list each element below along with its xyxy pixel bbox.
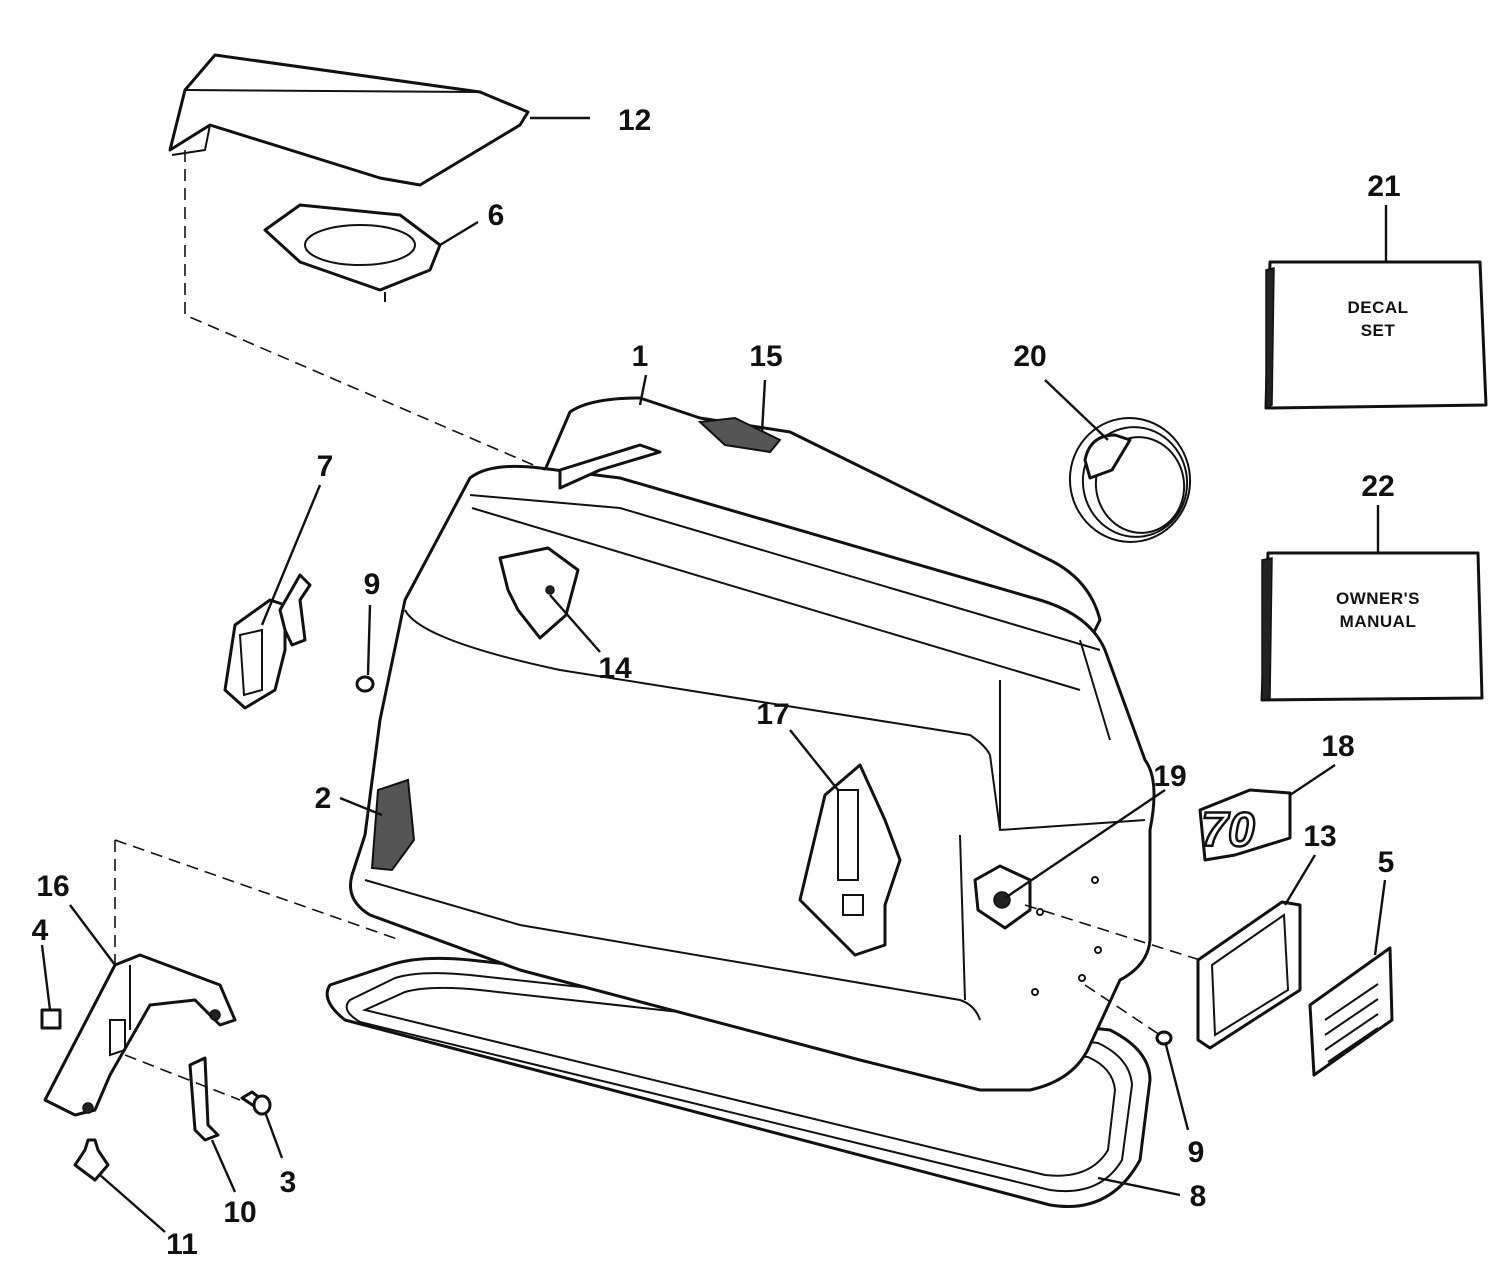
part-16-bracket (43, 953, 237, 1117)
manual-line1: OWNER'S (1336, 589, 1420, 608)
part-21-decal-set-box: DECAL SET (1264, 260, 1488, 410)
alignment-lines (114, 150, 1201, 1101)
part-2-decal (370, 778, 416, 872)
callout-1: 1 (632, 340, 649, 373)
part-4-clip (40, 1008, 62, 1030)
part-7-bracket (223, 573, 312, 710)
callout-4: 4 (32, 914, 49, 947)
callout-9-left: 9 (364, 568, 381, 601)
callout-17: 17 (756, 698, 789, 731)
part-9-pin-right (1155, 1030, 1173, 1046)
part-13-panel (1196, 900, 1302, 1050)
callout-15: 15 (749, 340, 782, 373)
part-6-vent-ring (263, 203, 442, 302)
part-11-knob (73, 1138, 110, 1182)
callout-3: 3 (280, 1166, 297, 1199)
callout-8: 8 (1190, 1180, 1207, 1213)
part-14-decal (498, 546, 580, 640)
callout-13: 13 (1303, 820, 1336, 853)
callout-19: 19 (1153, 760, 1186, 793)
part-9-pin-left (355, 675, 375, 693)
callout-22: 22 (1361, 470, 1394, 503)
part-17-decal (798, 763, 902, 957)
callout-2: 2 (315, 782, 332, 815)
part-5-grille-decal (1308, 946, 1394, 1077)
callout-12: 12 (618, 104, 651, 137)
callout-14: 14 (598, 652, 632, 685)
callout-7: 7 (317, 450, 334, 483)
callout-11: 11 (166, 1228, 198, 1261)
part-10-strap (188, 1056, 220, 1142)
callout-20: 20 (1013, 340, 1046, 373)
decal-set-line1: DECAL (1347, 298, 1408, 317)
callout-16: 16 (36, 870, 69, 903)
part-15-plate (697, 416, 782, 454)
callout-21: 21 (1367, 170, 1400, 203)
callout-labels: 12 6 1 15 20 21 22 7 9 14 17 2 19 18 13 … (32, 104, 1401, 1261)
leader-lines (40, 116, 1388, 1233)
badge-text: 70 (1201, 804, 1255, 857)
part-19-grommet (973, 864, 1032, 930)
part-12-top-cover (168, 53, 530, 187)
callout-10: 10 (223, 1196, 256, 1229)
part-3-screw (240, 1090, 272, 1116)
callout-18: 18 (1321, 730, 1354, 763)
callout-6: 6 (488, 199, 505, 232)
manual-line2: MANUAL (1340, 612, 1417, 631)
callout-5: 5 (1378, 846, 1395, 879)
part-22-manual-box: OWNER'S MANUAL (1260, 551, 1484, 702)
decal-set-line2: SET (1361, 321, 1396, 340)
callout-9-right: 9 (1188, 1136, 1205, 1169)
part-18-badge: 70 (1198, 788, 1292, 862)
part-20-lanyard (1068, 417, 1192, 543)
